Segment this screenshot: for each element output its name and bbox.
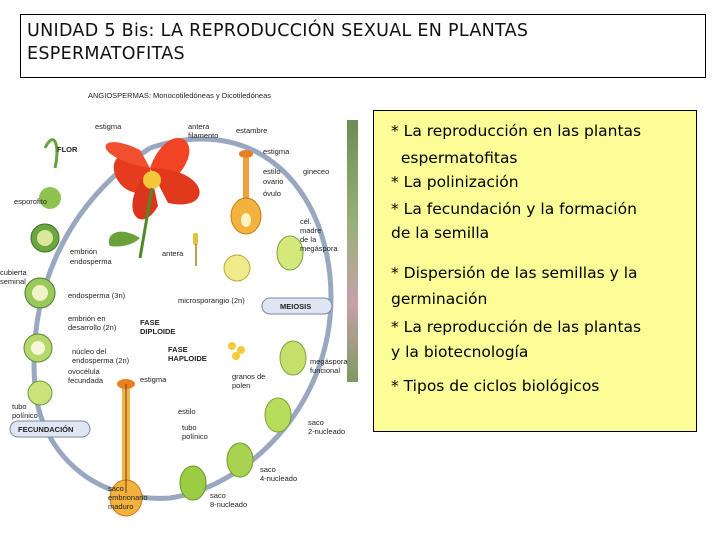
topic-3-line-2: de la semilla [391, 224, 490, 242]
title-line-2: ESPERMATOFITAS [27, 44, 185, 64]
label-fecundacion: FECUNDACIÓN [18, 425, 73, 434]
label-estigma-top: estigma [95, 122, 122, 131]
label-estigma-low: estigma [140, 375, 167, 384]
pistil-with-pollen-tube [109, 379, 143, 517]
stamen-illustration [193, 233, 251, 282]
label-ovario: ovario [263, 177, 283, 186]
fecundacion-box [9, 420, 91, 438]
meiosis-box [261, 297, 333, 315]
photo-strip [347, 120, 358, 382]
title-box: UNIDAD 5 Bis: LA REPRODUCCIÓN SEXUAL EN … [20, 14, 706, 78]
seed-stages [23, 138, 61, 406]
gynoecium-illustration [230, 150, 262, 235]
angiosperm-life-cycle-diagram: ANGIOSPERMAS: Monocotiledóneas y Dicotil… [0, 91, 348, 517]
label-meiosis: MEIOSIS [280, 302, 311, 311]
label-estambre: estambre [236, 126, 267, 135]
topic-1-line-2: espermatofitas [391, 149, 518, 167]
diagram-header: ANGIOSPERMAS: Monocotiledóneas y Dicotil… [88, 91, 271, 100]
topic-5-line-2: y la biotecnología [391, 343, 529, 361]
topic-3-line-1: * La fecundación y la formación [391, 200, 637, 218]
topic-4-line-1: * Dispersión de las semillas y la [391, 264, 638, 282]
label-flor: FLOR [57, 145, 78, 154]
label-estilo-low: estilo [178, 407, 196, 416]
topics-box: * La reproducción en las plantas esperma… [373, 110, 697, 432]
topic-4-line-2: germinación [391, 290, 488, 308]
label-ovulo: óvulo [263, 189, 281, 198]
label-esporofito: esporofito [14, 197, 47, 206]
label-antera: antera [162, 249, 184, 258]
flower-illustration [105, 137, 200, 259]
label-microsporangio: microsporangio (2n) [178, 296, 245, 305]
label-endosperma-3n: endosperma (3n) [68, 291, 126, 300]
pollen-grains [228, 342, 245, 360]
topic-6: * Tipos de ciclos biológicos [391, 377, 600, 395]
topic-1-line-1: * La reproducción en las plantas [391, 122, 642, 140]
label-estilo: estilo [263, 167, 281, 176]
label-embrion: embrión [70, 247, 97, 256]
ovule-stages [179, 235, 307, 501]
label-endosperma: endosperma [70, 257, 113, 266]
topic-5-line-1: * La reproducción de las plantas [391, 318, 642, 336]
label-estigma-right: estigma [263, 147, 290, 156]
title-line-1: UNIDAD 5 Bis: LA REPRODUCCIÓN SEXUAL EN … [27, 21, 529, 41]
label-gineceo: gineceo [303, 167, 329, 176]
topic-2: * La polinización [391, 173, 519, 191]
